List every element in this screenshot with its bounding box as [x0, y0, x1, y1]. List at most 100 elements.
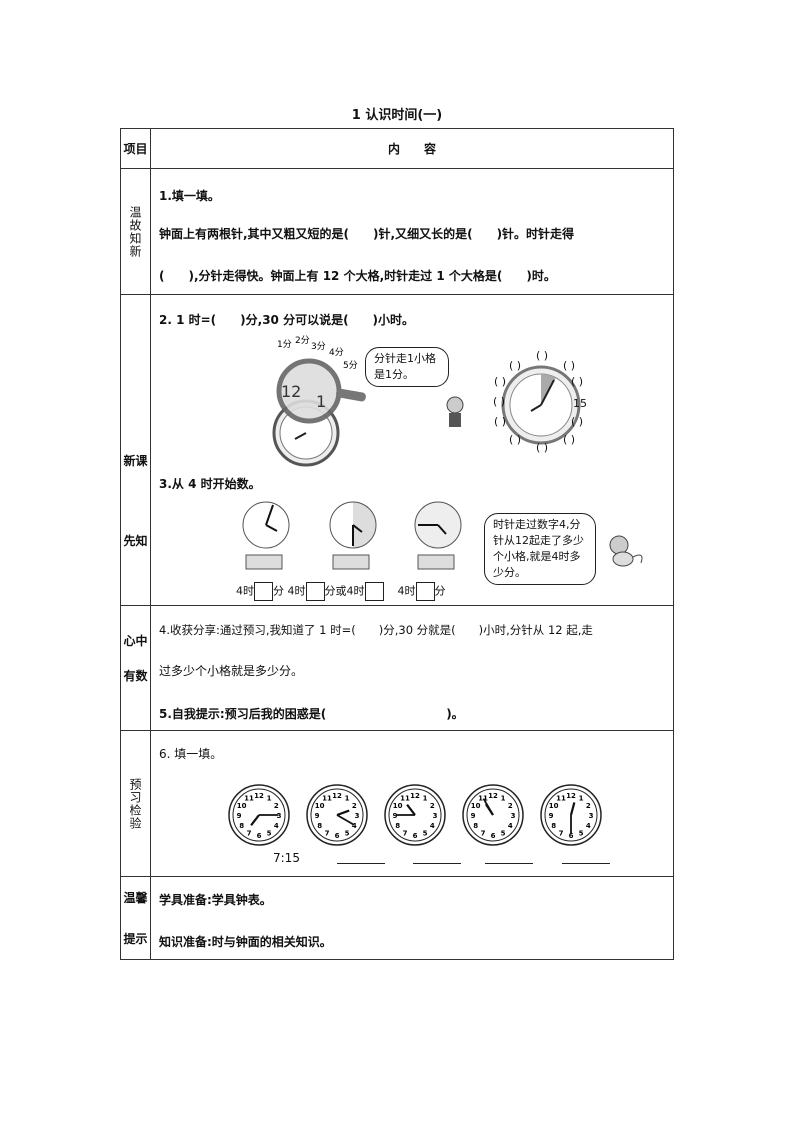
clock-numeral: 5	[345, 829, 350, 837]
clock-numeral: 1	[423, 795, 428, 803]
clock-numeral: 11	[478, 795, 488, 803]
clock-numeral: 3	[589, 812, 594, 820]
label-review: 温故知新	[120, 168, 151, 295]
label-15: 15	[573, 397, 587, 410]
clock-numeral: 6	[569, 832, 574, 840]
minute-hand	[482, 798, 494, 816]
clock-numeral: 8	[551, 822, 556, 830]
clock-numeral: 2	[586, 802, 591, 810]
q1-heading: 1.填一填。	[159, 189, 220, 203]
clock-numeral: 7	[403, 829, 408, 837]
answer-blank[interactable]	[485, 863, 533, 864]
clock-numeral: 8	[317, 822, 322, 830]
clock-4-30	[329, 501, 377, 570]
clock-numeral: 9	[393, 812, 398, 820]
clock-blank-labels	[501, 365, 581, 445]
clock-numeral: 4	[274, 822, 279, 830]
clock-numeral: 5	[501, 829, 506, 837]
label-tips: 温馨提示	[120, 876, 151, 960]
clock-numeral: 9	[237, 812, 242, 820]
svg-text:1: 1	[316, 392, 326, 411]
clock-numeral: 9	[471, 812, 476, 820]
answer-blank[interactable]	[413, 863, 461, 864]
label-new: 新课先知	[120, 294, 151, 606]
clock-numeral: 12	[332, 792, 342, 800]
q3: 3.从 4 时开始数。	[159, 477, 261, 491]
blank-paren: ( )	[509, 433, 522, 446]
clock-numeral: 2	[274, 802, 279, 810]
clock-numeral: 12	[566, 792, 576, 800]
svg-text:2分: 2分	[295, 335, 310, 346]
blank-paren: ( )	[571, 375, 584, 388]
clock-numeral: 11	[400, 795, 410, 803]
clock-numeral: 3	[277, 812, 282, 820]
clock-numeral: 10	[471, 802, 481, 810]
clock-numeral: 12	[254, 792, 264, 800]
answer-blank[interactable]	[562, 863, 610, 864]
clock-numeral: 1	[345, 795, 350, 803]
blank-paren: ( )	[536, 349, 549, 362]
clock-numeral: 6	[413, 832, 418, 840]
answer-blank[interactable]	[337, 863, 385, 864]
clock-numeral: 3	[511, 812, 516, 820]
answer-box[interactable]	[305, 582, 325, 601]
q1-line1: 钟面上有两根针,其中又粗又短的是( )针,又细又长的是( )针。时针走得	[159, 227, 575, 241]
svg-text:5分: 5分	[343, 360, 358, 371]
answer-row: 4时分 4时分或4时 4时分	[236, 582, 446, 601]
blank-paren: ( )	[571, 415, 584, 428]
clock-numeral: 4	[586, 822, 591, 830]
speech-bubble-minute: 分针走1小格是1分。	[365, 347, 449, 387]
clock-numeral: 5	[267, 829, 272, 837]
hour-hand	[336, 809, 350, 817]
clock-numeral: 12	[410, 792, 420, 800]
page-title: 1 认识时间(一)	[351, 108, 443, 123]
clock-numeral: 1	[501, 795, 506, 803]
clock-numeral: 3	[355, 812, 360, 820]
clock-numeral: 8	[395, 822, 400, 830]
clock-numeral: 12	[488, 792, 498, 800]
three-clocks-illustration	[242, 501, 462, 570]
q2: 2. 1 时=( )分,30 分可以说是( )小时。	[159, 313, 415, 327]
q6: 6. 填一填。	[159, 747, 223, 761]
hour-hand	[569, 802, 576, 816]
blank-paren: ( )	[494, 375, 507, 388]
answer-box[interactable]	[364, 582, 384, 601]
svg-text:3分: 3分	[311, 341, 326, 352]
clock-numeral: 9	[549, 812, 554, 820]
cat-character-icon	[609, 535, 643, 567]
answer-box[interactable]	[254, 582, 273, 601]
svg-text:12: 12	[281, 382, 301, 401]
answer-1: 7:15	[273, 851, 300, 865]
tip-knowledge: 知识准备:时与钟面的相关知识。	[159, 935, 332, 949]
q4-line1: 4.收获分享:通过预习,我知道了 1 时=( )分,30 分就是( )小时,分针…	[159, 623, 593, 637]
answer-box[interactable]	[415, 582, 435, 601]
clock-numeral: 11	[244, 795, 254, 803]
clock-numeral: 7	[559, 829, 564, 837]
clock-numeral: 7	[247, 829, 252, 837]
clock-numeral: 9	[315, 812, 320, 820]
clock-numeral: 10	[237, 802, 247, 810]
blank-paren: ( )	[509, 359, 522, 372]
blank-paren: ( )	[563, 433, 576, 446]
clock-numeral: 2	[508, 802, 513, 810]
clock-numeral: 8	[473, 822, 478, 830]
q1-line2: ( ),分针走得快。钟面上有 12 个大格,时针走过 1 个大格是( )时。	[159, 269, 556, 283]
tip-tools: 学具准备:学具钟表。	[159, 893, 272, 907]
blank-paren: ( )	[493, 395, 506, 408]
svg-text:1分: 1分	[277, 339, 292, 350]
clock-numeral: 2	[430, 802, 435, 810]
hour-hand	[406, 804, 416, 816]
label-check: 预习检验	[120, 730, 151, 877]
clock-numeral: 11	[556, 795, 566, 803]
clock-numeral: 10	[315, 802, 325, 810]
header-content: 内 容	[150, 128, 674, 169]
clock-4-05	[242, 501, 290, 570]
clock-numeral: 5	[579, 829, 584, 837]
clock-numeral: 6	[491, 832, 496, 840]
